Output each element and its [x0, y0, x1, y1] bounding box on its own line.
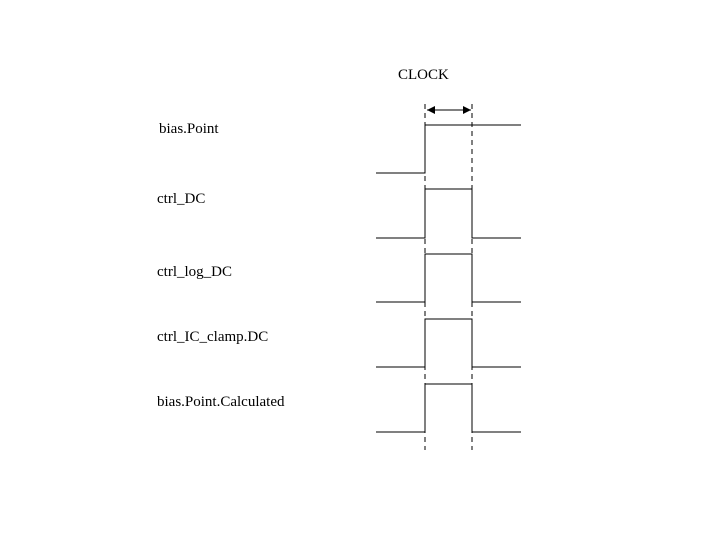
signal-label-bias-point: bias.Point: [159, 121, 219, 137]
signal-label-ctrl-log-dc: ctrl_log_DC: [157, 264, 232, 280]
waveform-ctrl-dc: [376, 188, 521, 239]
signal-label-ctrl-dc: ctrl_DC: [157, 191, 205, 207]
signal-label-bias-point-calculated: bias.Point.Calculated: [157, 394, 285, 410]
waveform-bias-point: [376, 124, 521, 174]
signal-label-ctrl-ic-clamp-dc: ctrl_IC_clamp.DC: [157, 329, 268, 345]
waveform-ctrl-log-dc: [376, 253, 521, 303]
waveform-bias-point-calculated: [376, 383, 521, 433]
clock-label: CLOCK: [398, 67, 449, 83]
waveform-ctrl-ic-clamp-dc: [376, 318, 521, 368]
